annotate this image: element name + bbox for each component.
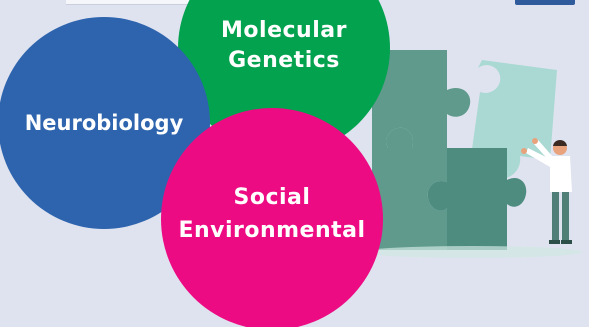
- puzzle-illustration: [362, 50, 582, 258]
- puzzle-piece-icon: [372, 127, 447, 250]
- molecular-genetics-line2: Genetics: [228, 48, 340, 73]
- neurobiology-label: Neurobiology: [24, 111, 184, 135]
- puzzle-piece-icon: [427, 148, 527, 250]
- molecular-genetics-label: Molecular Genetics: [221, 16, 347, 76]
- social-environmental-line1: Social: [233, 185, 311, 210]
- molecular-genetics-line1: Molecular: [221, 18, 347, 43]
- top-strip-right: [515, 0, 575, 5]
- social-environmental-label: Social Environmental: [178, 181, 365, 247]
- social-environmental-line2: Environmental: [178, 218, 366, 243]
- top-strip: [0, 0, 589, 14]
- person-figure-icon: [521, 138, 572, 244]
- top-strip-left: [66, 0, 246, 5]
- puzzle-piece-icon: [372, 50, 471, 148]
- social-environmental-circle: Social Environmental: [161, 108, 383, 327]
